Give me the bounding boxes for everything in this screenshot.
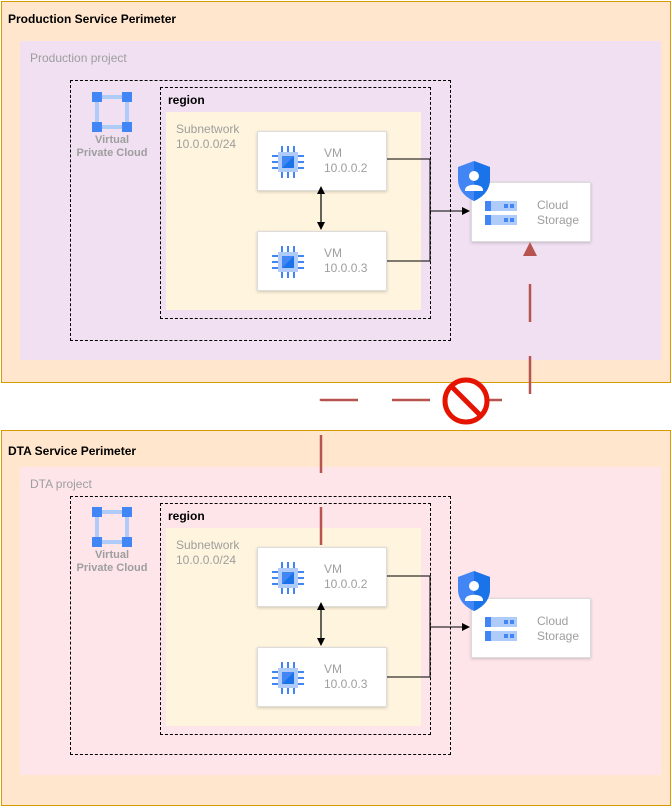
compute-chip-icon	[270, 244, 306, 280]
vm-text: VM 10.0.0.2	[324, 146, 367, 176]
subnet-name: Subnetwork	[176, 122, 240, 136]
dta-vm1-to-storage	[387, 575, 431, 627]
vpc-icon	[90, 505, 134, 549]
vm-ip: 10.0.0.3	[324, 677, 368, 691]
vpc-label-line2: Private Cloud	[76, 147, 148, 159]
storage-name-line1: Cloud	[537, 614, 569, 628]
vpc-label-line2: Private Cloud	[76, 562, 148, 574]
vm-ip: 10.0.0.3	[324, 261, 368, 275]
subnet-cidr: 10.0.0.0/24	[176, 553, 237, 567]
dta-vpc-label: Virtual Private Cloud	[72, 549, 152, 575]
production-region-label: region	[168, 93, 205, 107]
storage-name-line1: Cloud	[537, 198, 569, 212]
vpc-label-line1: Virtual	[94, 549, 130, 561]
dta-vm-2[interactable]: VM 10.0.0.3	[257, 647, 387, 707]
dta-vm2-to-storage	[387, 627, 431, 678]
prod-vm1-to-storage	[387, 158, 431, 211]
production-subnet-label: Subnetwork 10.0.0.0/24	[176, 122, 239, 152]
shield-user-icon	[456, 160, 492, 202]
compute-chip-icon	[270, 144, 306, 180]
production-vm-2[interactable]: VM 10.0.0.3	[257, 231, 387, 291]
cloud-storage-icon	[484, 199, 518, 227]
dta-region-label: region	[168, 509, 205, 523]
subnet-cidr: 10.0.0.0/24	[176, 137, 237, 151]
vm-ip: 10.0.0.2	[324, 577, 368, 591]
production-vm-1[interactable]: VM 10.0.0.2	[257, 131, 387, 191]
vpc-icon	[90, 90, 134, 134]
dta-perimeter-title: DTA Service Perimeter	[8, 444, 137, 458]
vm-text: VM 10.0.0.3	[324, 662, 367, 692]
prod-vm2-to-storage	[387, 211, 431, 262]
vpc-label-line1: Virtual	[94, 134, 130, 146]
vm-name: VM	[324, 562, 342, 576]
blocked-access-arrowhead	[523, 242, 537, 256]
production-perimeter-title: Production Service Perimeter	[8, 12, 177, 26]
storage-name-line2: Storage	[537, 629, 580, 643]
shield-user-icon	[456, 570, 492, 612]
dta-project-label: DTA project	[30, 477, 92, 491]
vm-text: VM 10.0.0.3	[324, 246, 367, 276]
subnet-name: Subnetwork	[176, 538, 240, 552]
vm-text: VM 10.0.0.2	[324, 562, 367, 592]
dta-vpc-boundary	[70, 496, 451, 755]
storage-text: Cloud Storage	[537, 198, 579, 228]
production-vpc-label: Virtual Private Cloud	[72, 134, 152, 160]
dta-subnet-label: Subnetwork 10.0.0.0/24	[176, 538, 239, 568]
compute-chip-icon	[270, 660, 306, 696]
blocked-access-path	[319, 262, 532, 545]
dta-cloud-storage[interactable]: Cloud Storage	[471, 598, 591, 658]
production-cloud-storage[interactable]: Cloud Storage	[471, 182, 591, 242]
cloud-storage-icon	[484, 615, 518, 643]
vm-name: VM	[324, 146, 342, 160]
storage-text: Cloud Storage	[537, 614, 579, 644]
vm-name: VM	[324, 662, 342, 676]
production-project-label: Production project	[30, 51, 127, 65]
compute-chip-icon	[270, 560, 306, 596]
vm-name: VM	[324, 246, 342, 260]
storage-name-line2: Storage	[537, 213, 580, 227]
vm-ip: 10.0.0.2	[324, 161, 368, 175]
dta-vm-1[interactable]: VM 10.0.0.2	[257, 547, 387, 607]
no-entry-icon	[442, 377, 490, 425]
